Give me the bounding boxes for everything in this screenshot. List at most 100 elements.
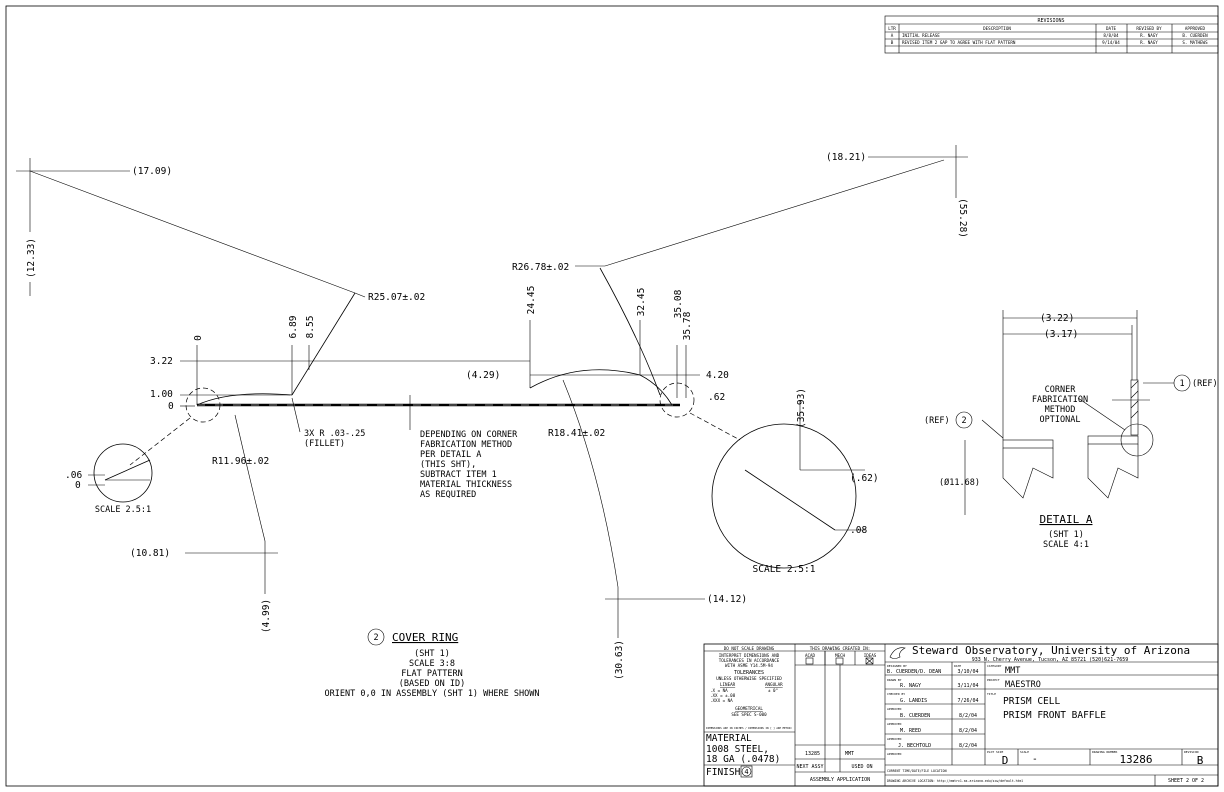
detail-dim-3-22: (3.22)	[1040, 313, 1074, 324]
rev-header-ltr: LTR	[888, 26, 896, 31]
interpret-2: TOLERANCES IN ACCORDANCE	[719, 658, 780, 663]
approved-4-label: APPROVED	[887, 752, 902, 756]
title-label: TITLE	[987, 692, 996, 696]
approved-1-label: APPROVED	[887, 707, 902, 711]
interpret-1: INTERPRET DIMENSIONS AND	[719, 653, 780, 658]
observatory-logo	[889, 647, 906, 659]
dim-4-20: 4.20	[706, 370, 729, 381]
detail-a-view: (3.22) (3.17) 1 (REF) 2 (REF) CORNER FAB…	[924, 310, 1218, 550]
dim-10-81: (10.81)	[130, 548, 170, 559]
scale-value: -	[1032, 754, 1038, 765]
detail-a-title: DETAIL A	[1040, 513, 1093, 526]
checked-by-name: G. LANDIS	[900, 698, 927, 704]
dim-0-detail: 0	[75, 480, 81, 491]
next-assy-value: 13285	[805, 751, 820, 757]
tolerances-label: TOLERANCES	[734, 670, 764, 676]
approved-2-name: M. REED	[900, 728, 921, 734]
corner-note-2: FABRICATION	[1032, 395, 1088, 405]
item-balloon-2	[367, 628, 385, 646]
dim-14-12: (14.12)	[707, 594, 747, 605]
rev-row-a-approved: B. CUERDEN	[1182, 33, 1208, 38]
dim-r25-07: R25.07±.02	[368, 292, 425, 303]
title-block: DO NOT SCALE DRAWING INTERPRET DIMENSION…	[703, 643, 1219, 787]
revisions-table: REVISIONS LTR DESCRIPTION DATE REVISED B…	[884, 15, 1219, 54]
tol-line-1: .X = NA	[710, 688, 728, 693]
drawing-number-value: 13286	[1119, 753, 1152, 766]
dim-0-left: 0	[168, 401, 174, 412]
dim-55-28: (55.28)	[957, 198, 968, 238]
cover-ring-title: COVER RING	[392, 631, 458, 644]
assembly-app-label: ASSEMBLY APPLICATION	[810, 777, 870, 783]
approved-1-name: B. CUERDEN	[900, 713, 930, 719]
angular-val: ± 0°	[768, 688, 778, 693]
dim-12-33: (12.33)	[26, 238, 37, 278]
checkbox-acad	[805, 657, 814, 665]
checked-by-label: CHECKED BY	[887, 692, 905, 696]
revisions-title: REVISIONS	[1037, 18, 1064, 24]
dim-32-45: 32.45	[636, 288, 647, 317]
detail-item-1: 1	[1179, 379, 1184, 389]
rev-header-description: DESCRIPTION	[983, 26, 1011, 31]
fillet-note-2: (FILLET)	[304, 439, 345, 449]
sheet-border	[5, 5, 1219, 787]
cover-ring-line-2: SCALE 3:8	[409, 659, 455, 669]
detail-dim-3-17: (3.17)	[1044, 329, 1078, 340]
note-line-3: PER DETAIL A	[420, 450, 481, 460]
dim-08: .08	[850, 525, 867, 536]
dim-3-22: 3.22	[150, 356, 173, 367]
fillet-note-1: 3X R .03-.25	[304, 429, 365, 439]
dim-0-top: 0	[193, 335, 204, 341]
note-line-4: (THIS SHT),	[420, 460, 476, 470]
note-line-1: DEPENDING ON CORNER	[420, 430, 518, 440]
material-line-2: 18 GA (.0478)	[706, 754, 780, 765]
angular-label: ANGULAR	[765, 682, 783, 687]
checkbox-mech	[835, 657, 844, 665]
dim-4-99: (4.99)	[261, 599, 272, 633]
rev-row-a-revised: R. NAGY	[1140, 33, 1158, 38]
approved-3-name: J. BECHTOLD	[898, 743, 931, 749]
finish-balloon	[740, 765, 753, 778]
material-line-1: 1008 STEEL,	[706, 744, 769, 755]
project-label: PROJECT	[987, 678, 1000, 682]
finish-label: FINISH	[706, 767, 741, 778]
scale-small-detail: SCALE 2.5:1	[95, 505, 151, 515]
category-label: CATEGORY	[987, 664, 1002, 668]
note-line-5: SUBTRACT ITEM 1	[420, 470, 497, 480]
drawn-by-label: DRAWN BY	[887, 678, 902, 682]
dim-35-93: (35.93)	[796, 388, 807, 428]
plot-size-label: PLOT SIZE	[987, 750, 1003, 754]
designed-by-label: DESIGNED BY	[887, 664, 907, 668]
sheet-number: SHEET 2 OF 2	[1168, 778, 1204, 784]
category-value: MMT	[1005, 666, 1020, 676]
dim-1-00: 1.00	[150, 389, 173, 400]
current-time-label: CURRENT TIME/DATE/FILE LOCATION	[887, 769, 947, 773]
rev-row-a-desc: INITIAL RELEASE	[902, 33, 940, 38]
designed-by-date: 3/10/04	[957, 669, 978, 675]
note-line-6: MATERIAL THICKNESS	[420, 480, 512, 490]
rev-row-b-desc: REVISED ITEM 2 GAP TO AGREE WITH FLAT PA…	[902, 40, 1016, 45]
drawn-by-name: R. NAGY	[900, 683, 921, 689]
sw-acad: ACAD	[805, 653, 816, 658]
scale-large-detail: SCALE 2.5:1	[753, 564, 816, 575]
tol-line-3: .XXX = NA	[710, 698, 733, 703]
date-label: DATE	[954, 664, 961, 668]
cover-ring-label: 2 COVER RING (SHT 1) SCALE 3:8 FLAT PATT…	[325, 628, 539, 699]
unless-label: UNLESS OTHERWISE SPECIFIED	[716, 676, 782, 681]
dim-r18-41: R18.41±.02	[548, 428, 605, 439]
detail-a-scale: SCALE 4:1	[1043, 540, 1089, 550]
designed-by-name: B. CUERDEN/D. DEAN	[887, 669, 941, 675]
detail-ref-2: (REF)	[924, 416, 950, 426]
rev-row-b-revised: R. NAGY	[1140, 40, 1158, 45]
approved-3-date: 8/2/04	[959, 743, 977, 749]
archive-location: DRAWING ARCHIVE LOCATION: http://mmtrc1.…	[887, 779, 1023, 783]
corner-note-4: OPTIONAL	[1040, 415, 1081, 425]
detail-item-2: 2	[961, 416, 966, 426]
flat-pattern-view: (17.09) (12.33) (18.21) (55.28) R25.07±.…	[16, 145, 968, 680]
revision-label: REVISION	[1184, 750, 1199, 754]
scale-label: SCALE	[1020, 750, 1029, 754]
title-line-2: PRISM FRONT BAFFLE	[1003, 710, 1106, 721]
rev-row-b-approved: S. MATHEWS	[1182, 40, 1208, 45]
linear-label: LINEAR	[720, 682, 736, 687]
created-in-label: THIS DRAWING CREATED IN:	[810, 646, 871, 651]
